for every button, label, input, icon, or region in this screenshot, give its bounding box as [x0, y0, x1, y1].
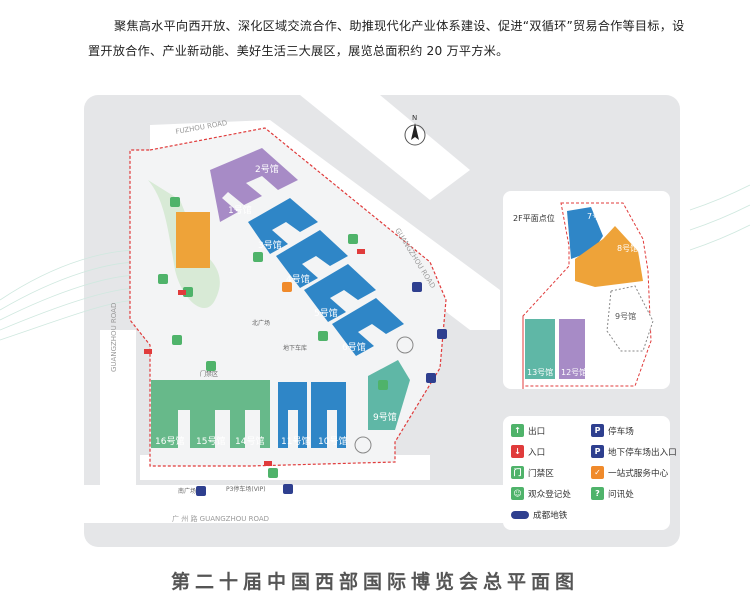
hall-label: 1号馆 [228, 204, 252, 216]
registration-icon: ☺ [511, 487, 524, 500]
svg-text:8号馆: 8号馆 [617, 243, 638, 253]
svg-text:7号馆: 7号馆 [587, 211, 608, 221]
hall-label: 14号馆 [235, 435, 264, 447]
hall-label: 5号馆 [314, 307, 338, 319]
hall-group-10-11[interactable] [278, 382, 346, 448]
intro-paragraph: 聚焦高水平向西开放、深化区域交流合作、助推现代化产业体系建设、促进“双循环”贸易… [88, 19, 685, 58]
legend-item: 门 门禁区 [511, 466, 554, 479]
hall-group-3-6[interactable] [248, 198, 404, 356]
metro-icon [511, 511, 529, 519]
map-icons [144, 197, 447, 496]
decorative-lines [0, 184, 750, 341]
hall-label: 10号馆 [318, 435, 347, 447]
legend-item: ↓ 入口 [511, 445, 545, 458]
inset-map: 7号馆 8号馆 9号馆 12号馆 13号馆 [522, 202, 654, 389]
underground-parking-icon: P [591, 445, 604, 458]
inset-hall-8[interactable] [575, 226, 643, 287]
svg-text:12号馆: 12号馆 [561, 367, 587, 377]
inset-title: 2F平面点位 [513, 214, 555, 223]
inset-hall-9[interactable] [606, 285, 654, 352]
legend-item: P 停车场 [591, 424, 634, 437]
inset-hall-13[interactable] [525, 319, 555, 379]
svg-text:N: N [412, 114, 417, 122]
gate-label: 门禁区 [200, 370, 218, 378]
hall-label: 9号馆 [373, 411, 397, 423]
parking-icon: P [591, 424, 604, 437]
service-center-icon: ✓ [591, 466, 604, 479]
gate-icon: 门 [511, 466, 524, 479]
inset-2f: 2F平面点位 7号馆 8号馆 9号馆 12号馆 13号馆 [503, 191, 670, 389]
hall-9[interactable] [368, 360, 410, 430]
hall-label: 2号馆 [255, 163, 279, 175]
info-desk-icon: ? [591, 487, 604, 500]
hall-label: 16号馆 [155, 435, 184, 447]
hall-group-1-2[interactable] [210, 148, 298, 222]
legend-item: ✓ 一站式服务中心 [591, 466, 668, 479]
exit-icon: ↑ [511, 424, 524, 437]
hall-label: 6号馆 [342, 341, 366, 353]
west-road-label: GUANGZHOU ROAD [110, 303, 118, 372]
map-title: 第二十届中国西部国际博览会总平面图 [170, 571, 579, 593]
hall-label: 4号馆 [286, 273, 310, 285]
compass-icon: N [404, 114, 426, 146]
legend-item: P 地下停车场出入口 [591, 445, 677, 458]
hall-label: 11号馆 [281, 435, 310, 447]
legend-item: ☺ 观众登记处 [511, 487, 571, 500]
south-plaza-label: 南广场 [178, 487, 196, 495]
hall-group-14-16[interactable] [151, 380, 270, 448]
north-plaza-label: 北广场 [252, 319, 270, 327]
underground-parking-label: 地下车库 [283, 344, 307, 352]
hall-label: 15号馆 [196, 435, 225, 447]
south-road-label: 广 州 路 GUANGZHOU ROAD [172, 514, 269, 523]
entrance-icon: ↓ [511, 445, 524, 458]
legend: ↑ 出口 P 停车场 ↓ 入口 P 地下停车场出入口 门 门禁区 ✓ 一站式服务… [503, 416, 677, 530]
hall-orange[interactable] [176, 212, 210, 268]
svg-text:9号馆: 9号馆 [615, 311, 636, 321]
hall-label: 3号馆 [258, 239, 282, 251]
inset-hall-12[interactable] [559, 319, 585, 379]
legend-item: 成都地铁 [511, 509, 567, 521]
svg-text:13号馆: 13号馆 [527, 367, 553, 377]
vip-parking-label: P3停车场(VIP) [226, 485, 266, 493]
legend-item: ? 问讯处 [591, 487, 634, 500]
legend-item: ↑ 出口 [511, 424, 545, 437]
